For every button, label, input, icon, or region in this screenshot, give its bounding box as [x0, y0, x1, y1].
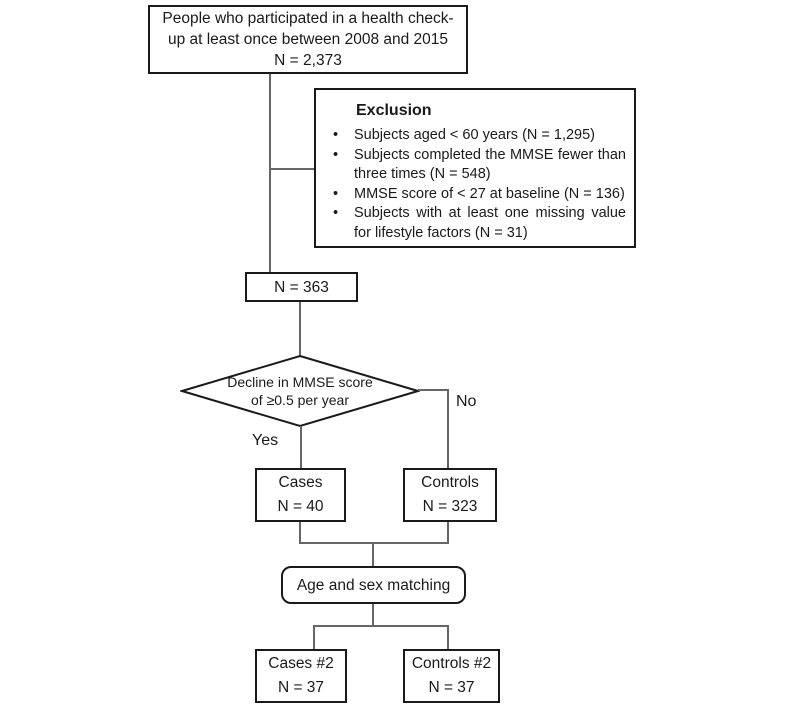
- controls-count: N = 323: [422, 498, 478, 515]
- controls-box: Controls N = 323: [403, 468, 497, 522]
- enrollment-count: N = 2,373: [274, 52, 342, 69]
- exclusion-title: Exclusion: [356, 102, 432, 119]
- cases-box: Cases N = 40: [255, 468, 346, 522]
- controls2-title: Controls #2: [411, 655, 492, 672]
- connector-n363-to-diamond: [299, 302, 301, 356]
- exclusion-item: Subjects aged < 60 years (N = 1,295): [326, 126, 626, 146]
- connector-yes-to-cases: [300, 426, 302, 468]
- exclusion-item: MMSE score of < 27 at baseline (N = 136): [326, 185, 626, 205]
- connector-no-to-controls: [447, 389, 449, 468]
- eligible-sample-count: N = 363: [274, 278, 329, 296]
- controls2-count: N = 37: [428, 679, 475, 696]
- connector-merge-to-matching: [372, 542, 374, 566]
- cases2-count: N = 37: [277, 679, 325, 696]
- yes-branch-label: Yes: [252, 432, 279, 450]
- exclusion-list: Subjects aged < 60 years (N = 1,295) Sub…: [326, 126, 626, 243]
- no-branch-label: No: [456, 393, 477, 411]
- exclusion-item: Subjects with at least one missing value…: [326, 204, 626, 243]
- exclusion-box: Exclusion Subjects aged < 60 years (N = …: [314, 88, 636, 248]
- connector-split-to-controls2: [447, 625, 449, 649]
- exclusion-item: Subjects completed the MMSE fewer than t…: [326, 146, 626, 185]
- enrollment-line-2: up at least once between 2008 and 2015: [167, 31, 449, 48]
- connector-split-to-cases2: [313, 625, 315, 649]
- matching-box: Age and sex matching: [281, 566, 466, 604]
- connector-split-horizontal: [313, 625, 449, 627]
- connector-controls-down: [447, 522, 449, 544]
- connector-branch-to-exclusion: [270, 168, 314, 170]
- matching-label: Age and sex matching: [296, 576, 451, 594]
- connector-matching-down: [372, 604, 374, 627]
- connector-cases-down: [299, 522, 301, 544]
- connector-merge-horizontal: [299, 542, 449, 544]
- cases2-box: Cases #2 N = 37: [255, 649, 347, 703]
- cases-count: N = 40: [277, 498, 324, 515]
- cases2-title: Cases #2: [268, 655, 334, 672]
- controls2-box: Controls #2 N = 37: [403, 649, 500, 703]
- decision-diamond-label: Decline in MMSE score of ≥0.5 per year: [180, 354, 420, 428]
- eligible-sample-box: N = 363: [245, 272, 358, 302]
- enrollment-line-1: People who participated in a health chec…: [162, 10, 454, 27]
- decision-line-2: of ≥0.5 per year: [251, 392, 349, 408]
- connector-no-horizontal: [418, 389, 449, 391]
- decision-line-1: Decline in MMSE score: [227, 374, 373, 390]
- controls-title: Controls: [421, 474, 479, 491]
- enrollment-box: People who participated in a health chec…: [148, 5, 468, 74]
- connector-top-to-n363: [269, 74, 271, 272]
- cases-title: Cases: [278, 474, 323, 491]
